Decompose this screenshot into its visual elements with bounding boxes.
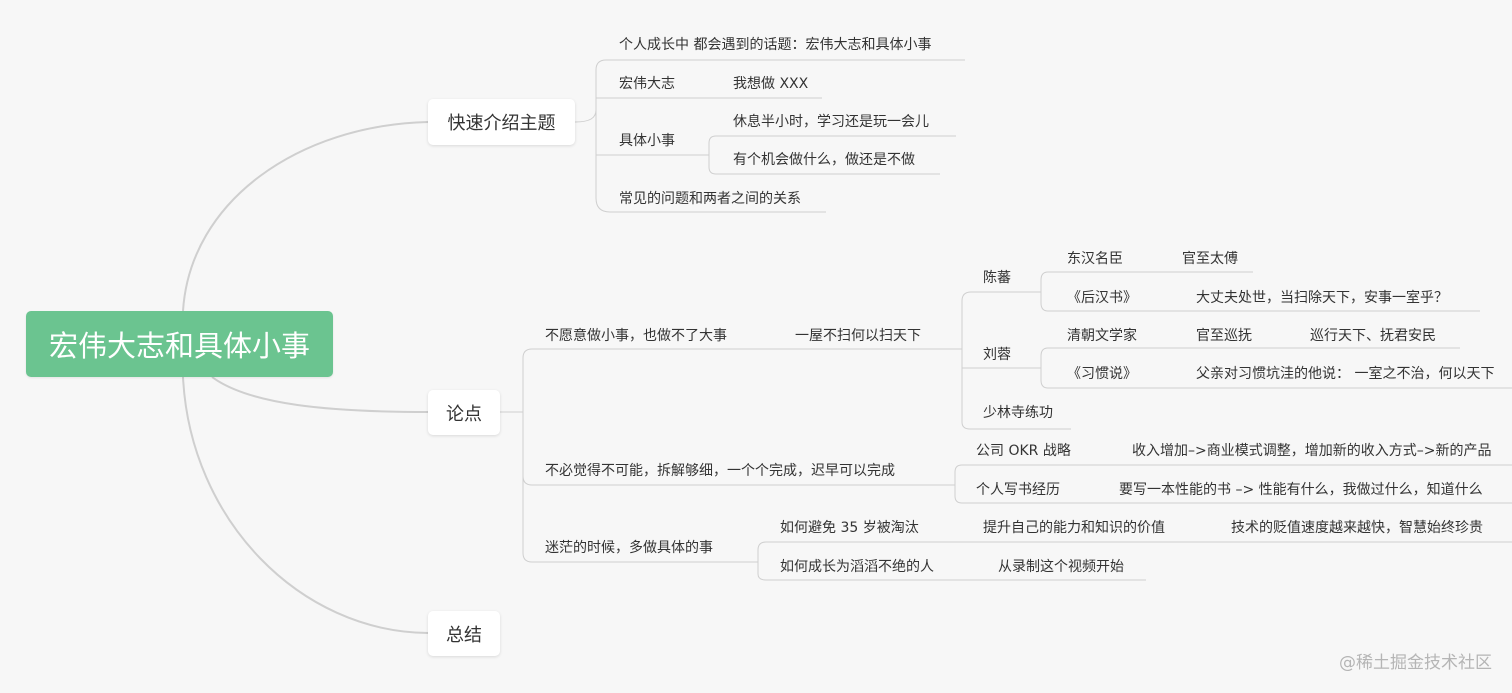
book-detail[interactable]: 要写一本性能的书 –> 性能有什么，我做过什么，知道什么 [1119, 482, 1483, 498]
liurong-name[interactable]: 刘蓉 [983, 347, 1011, 363]
avoid-note[interactable]: 技术的贬值速度越来越快，智慧始终珍贵 [1231, 520, 1483, 536]
intro-ambition[interactable]: 宏伟大志 [619, 76, 675, 92]
intro-small-things[interactable]: 具体小事 [619, 133, 675, 149]
intro-small-example-1[interactable]: 休息半小时，学习还是玩一会儿 [733, 114, 929, 130]
book-label[interactable]: 个人写书经历 [976, 482, 1060, 498]
liurong-quote[interactable]: 父亲对习惯坑洼的他说： 一室之不治，何以天下 [1196, 366, 1495, 382]
grow-label[interactable]: 如何成长为滔滔不绝的人 [780, 559, 934, 575]
shaolin-example[interactable]: 少林寺练功 [983, 405, 1053, 421]
avoid-detail[interactable]: 提升自己的能力和知识的价值 [983, 520, 1165, 536]
chenfan-title[interactable]: 东汉名臣 [1067, 251, 1123, 267]
topic-arguments[interactable]: 论点 [428, 390, 500, 435]
liurong-title[interactable]: 清朝文学家 [1067, 328, 1137, 344]
root-topic[interactable]: 宏伟大志和具体小事 [26, 311, 333, 377]
avoid-label[interactable]: 如何避免 35 岁被淘汰 [780, 520, 919, 536]
grow-detail[interactable]: 从录制这个视频开始 [998, 559, 1124, 575]
chenfan-name[interactable]: 陈蕃 [983, 270, 1011, 286]
liurong-book[interactable]: 《习惯说》 [1067, 366, 1137, 382]
okr-label[interactable]: 公司 OKR 战略 [976, 443, 1071, 459]
chenfan-quote[interactable]: 大丈夫处世，当扫除天下，安事一室乎？ [1196, 290, 1448, 306]
intro-small-example-2[interactable]: 有个机会做什么，做还是不做 [733, 152, 915, 168]
watermark: @稀土掘金技术社区 [1339, 653, 1492, 673]
argument2-label[interactable]: 不必觉得不可能，拆解够细，一个个完成，迟早可以完成 [545, 463, 895, 479]
liurong-title-detail[interactable]: 官至巡抚 [1196, 328, 1252, 344]
argument3-label[interactable]: 迷茫的时候，多做具体的事 [545, 540, 713, 556]
chenfan-book[interactable]: 《后汉书》 [1067, 290, 1137, 306]
topic-summary[interactable]: 总结 [428, 611, 500, 656]
okr-detail[interactable]: 收入增加–>商业模式调整，增加新的收入方式–>新的产品 [1132, 443, 1492, 459]
chenfan-title-detail[interactable]: 官至太傅 [1182, 251, 1238, 267]
liurong-title-extra[interactable]: 巡行天下、抚君安民 [1310, 328, 1436, 344]
argument1-saying[interactable]: 一屋不扫何以扫天下 [795, 328, 921, 344]
intro-relation[interactable]: 常见的问题和两者之间的关系 [619, 191, 801, 207]
intro-overview[interactable]: 个人成长中 都会遇到的话题：宏伟大志和具体小事 [619, 37, 932, 53]
topic-intro[interactable]: 快速介绍主题 [428, 99, 575, 145]
intro-ambition-example[interactable]: 我想做 XXX [733, 76, 809, 92]
argument1-label[interactable]: 不愿意做小事，也做不了大事 [545, 328, 727, 344]
